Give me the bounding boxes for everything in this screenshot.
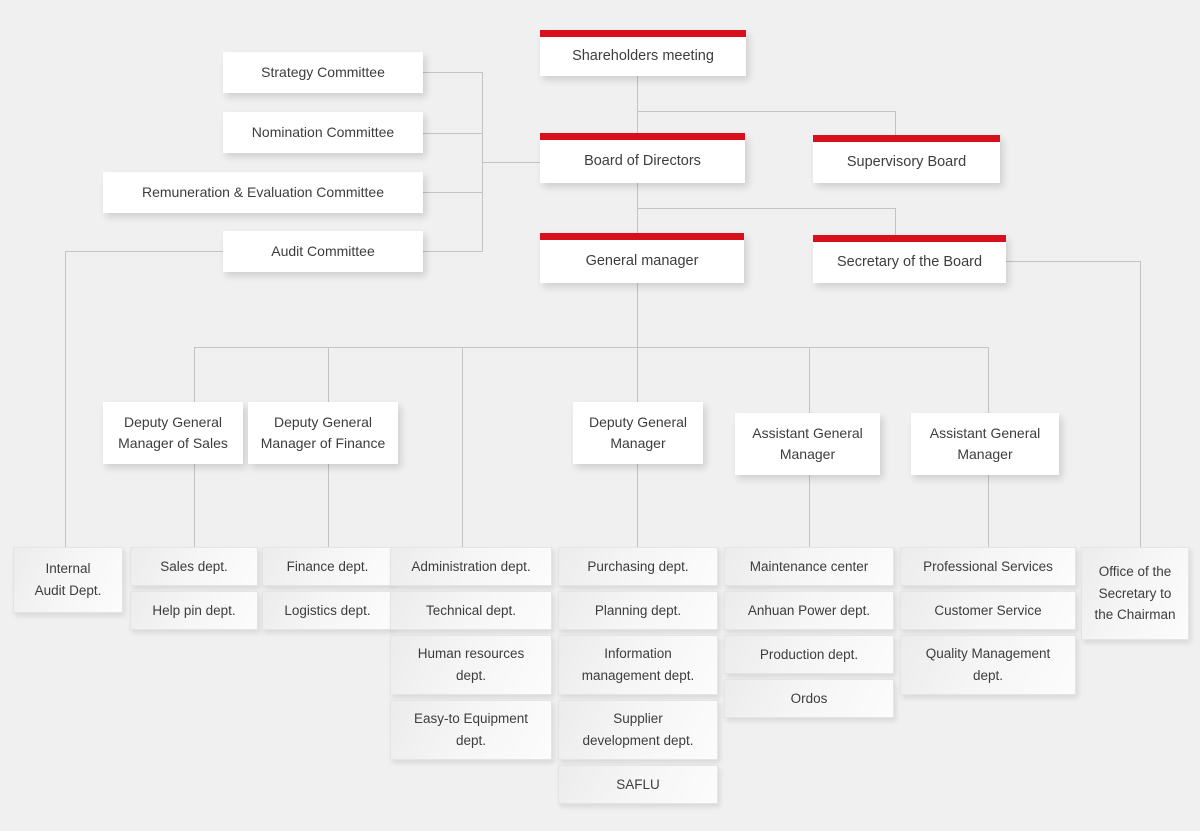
node-audit-committee: Audit Committee [223, 231, 423, 272]
node-human-resources-dept: Human resources dept. [390, 635, 552, 695]
node-saflu: SAFLU [558, 765, 718, 804]
node-purchasing-dept: Purchasing dept. [558, 547, 718, 586]
connector-line [423, 192, 482, 193]
connector-line [895, 111, 896, 135]
node-assistant-gm-2: Assistant General Manager [911, 413, 1059, 475]
node-finance-dept: Finance dept. [262, 547, 393, 586]
node-remuneration-evaluation-committee: Remuneration & Evaluation Committee [103, 172, 423, 213]
node-maintenance-center: Maintenance center [724, 547, 894, 586]
connector-line [194, 347, 988, 348]
node-supervisory-board: Supervisory Board [813, 135, 1000, 183]
node-internal-audit-dept: Internal Audit Dept. [13, 547, 123, 613]
connector-line [895, 208, 896, 235]
node-board-of-directors: Board of Directors [540, 133, 745, 183]
connector-line [637, 111, 896, 112]
connector-line [637, 208, 895, 209]
node-technical-dept: Technical dept. [390, 591, 552, 630]
node-easy-to-equipment-dept: Easy-to Equipment dept. [390, 700, 552, 760]
node-information-management-dept: Information management dept. [558, 635, 718, 695]
node-production-dept: Production dept. [724, 635, 894, 674]
node-ordos: Ordos [724, 679, 894, 718]
node-planning-dept: Planning dept. [558, 591, 718, 630]
node-nomination-committee: Nomination Committee [223, 112, 423, 153]
node-general-manager: General manager [540, 233, 744, 283]
node-deputy-gm-finance: Deputy General Manager of Finance [248, 402, 398, 464]
node-supplier-development-dept: Supplier development dept. [558, 700, 718, 760]
node-strategy-committee: Strategy Committee [223, 52, 423, 93]
node-professional-services: Professional Services [900, 547, 1076, 586]
node-help-pin-dept: Help pin dept. [130, 591, 258, 630]
node-customer-service: Customer Service [900, 591, 1076, 630]
connector-line [637, 283, 638, 347]
connector-line [482, 162, 540, 163]
node-assistant-gm-1: Assistant General Manager [735, 413, 880, 475]
connector-line [65, 251, 66, 547]
connector-line [423, 133, 482, 134]
connector-line [423, 72, 482, 73]
connector-line [1006, 261, 1140, 262]
node-secretary-of-the-board: Secretary of the Board [813, 235, 1006, 283]
node-office-of-secretary-to-chairman: Office of the Secretary to the Chairman [1081, 547, 1189, 640]
node-administration-dept: Administration dept. [390, 547, 552, 586]
node-sales-dept: Sales dept. [130, 547, 258, 586]
connector-line [462, 347, 463, 547]
node-shareholders-meeting: Shareholders meeting [540, 30, 746, 76]
node-quality-management-dept: Quality Management dept. [900, 635, 1076, 695]
node-deputy-gm-sales: Deputy General Manager of Sales [103, 402, 243, 464]
connector-line [1140, 261, 1141, 547]
node-logistics-dept: Logistics dept. [262, 591, 393, 630]
node-anhuan-power-dept: Anhuan Power dept. [724, 591, 894, 630]
connector-line [637, 76, 638, 133]
node-deputy-gm: Deputy General Manager [573, 402, 703, 464]
